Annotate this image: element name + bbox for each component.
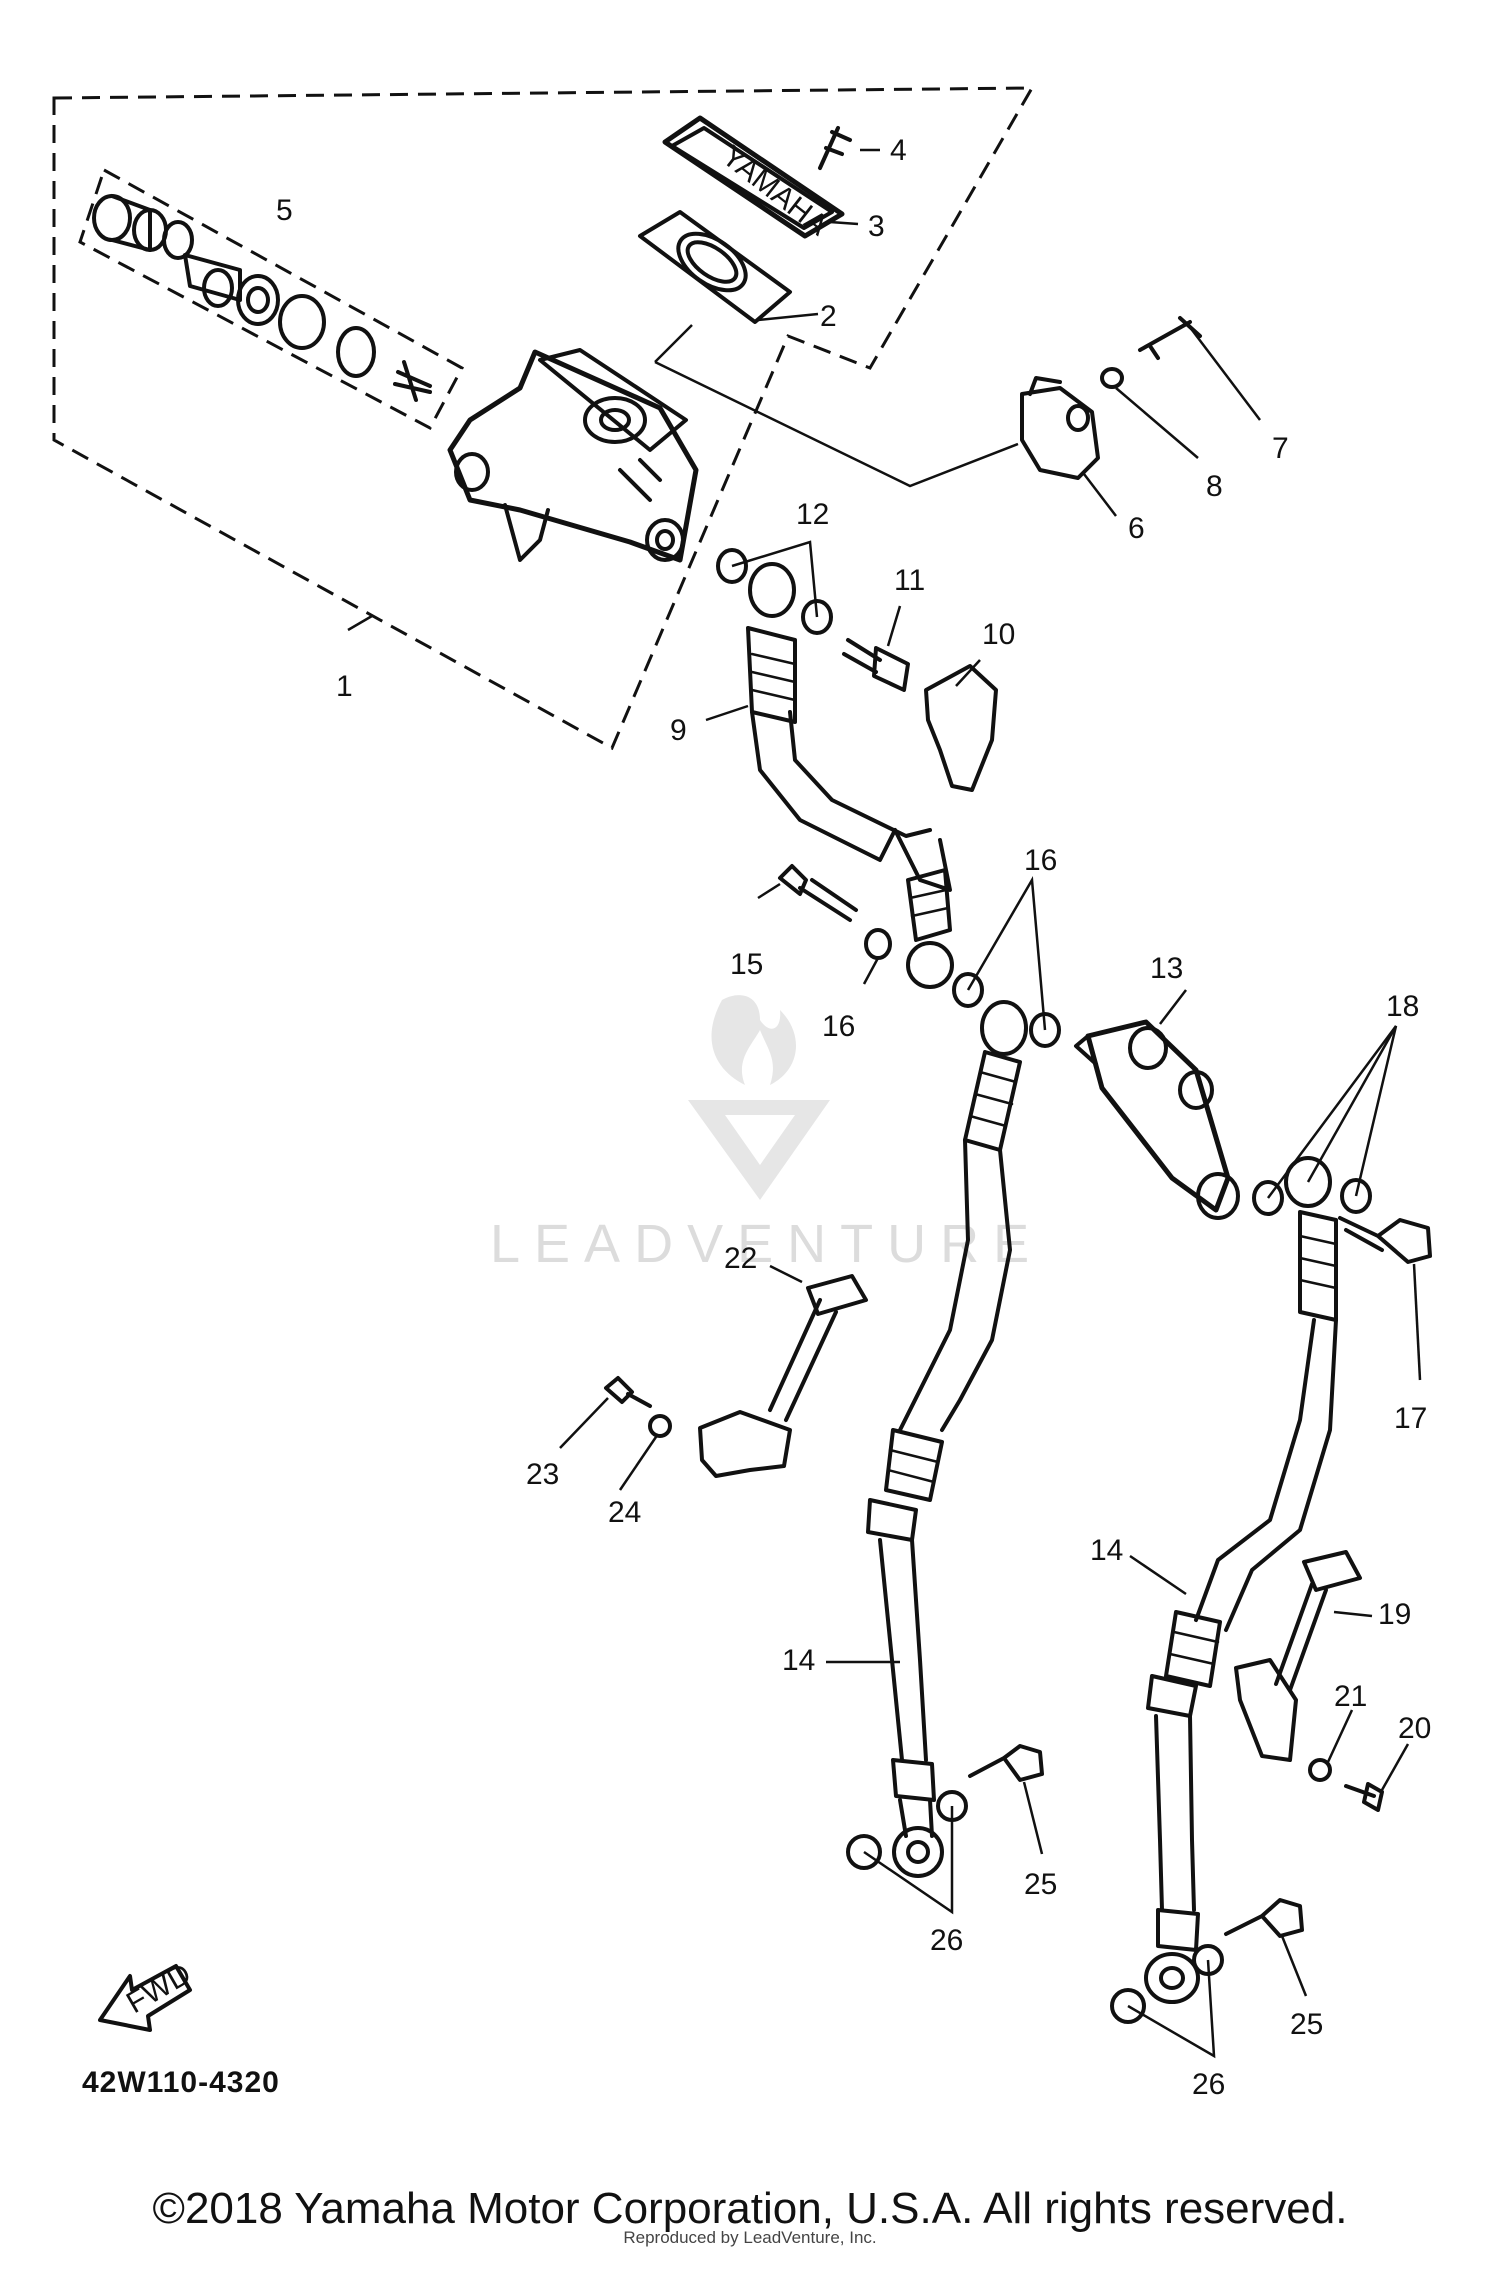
switch-screw: [1138, 316, 1202, 360]
bolt-15: [778, 864, 858, 922]
leader-lines: [347, 148, 1422, 2059]
upper-brake-hose: [746, 562, 954, 989]
rubber-cap: [924, 664, 998, 792]
leadventure-watermark: LEADVENTURE: [490, 995, 1043, 1274]
callout-21: 21: [1334, 1680, 1367, 1713]
callout-7: 7: [1272, 432, 1289, 465]
callout-23: 23: [526, 1458, 559, 1491]
callout-14b: 14: [782, 1644, 815, 1677]
callout-1: 1: [336, 670, 353, 703]
washer-26d: [1110, 1988, 1146, 2024]
union-bolt-25b: [1224, 1898, 1304, 1938]
callout-16b: 16: [822, 1010, 855, 1043]
callout-9: 9: [670, 714, 687, 747]
watermark-text: LEADVENTURE: [490, 1214, 1043, 1274]
union-bolt-11: [842, 638, 910, 692]
washer-21: [1308, 1758, 1332, 1782]
switch-washer: [1100, 367, 1124, 389]
callout-26a: 26: [930, 1924, 963, 1957]
washer-18b: [1340, 1178, 1372, 1214]
callout-2: 2: [820, 300, 837, 333]
callout-20: 20: [1398, 1712, 1431, 1745]
hose-guide-19: [1234, 1550, 1362, 1762]
brake-hose-right: [1144, 1210, 1338, 2004]
callout-18: 18: [1386, 990, 1419, 1023]
washer-16b: [952, 972, 984, 1008]
banjo-18: [1284, 1156, 1332, 1208]
callout-15: 15: [730, 948, 763, 981]
bolt-23: [604, 1376, 652, 1408]
callout-26b: 26: [1192, 2068, 1225, 2101]
callout-12: 12: [796, 498, 829, 531]
brake-switch: [1020, 376, 1100, 480]
callout-13: 13: [1150, 952, 1183, 985]
piston-kit: [92, 194, 432, 402]
washer-12a: [716, 548, 748, 584]
diaphragm-plate: [638, 210, 792, 324]
callout-14a: 14: [1090, 1534, 1123, 1567]
washer-16c: [1029, 1012, 1061, 1048]
cover-screw: [818, 126, 852, 170]
washer-26b: [846, 1834, 882, 1870]
callout-11: 11: [894, 564, 925, 597]
washer-24: [648, 1414, 672, 1438]
washer-16a: [864, 928, 892, 960]
callout-22: 22: [724, 1242, 757, 1275]
callout-5: 5: [276, 194, 293, 227]
three-way-joint: [1074, 1019, 1240, 1220]
callout-3: 3: [868, 210, 885, 243]
callout-25a: 25: [1024, 1868, 1057, 1901]
copyright-notice: ©2018 Yamaha Motor Corporation, U.S.A. A…: [152, 2184, 1348, 2233]
union-bolt-17: [1338, 1216, 1432, 1264]
washer-18a: [1252, 1180, 1284, 1216]
callout-16a: 16: [1024, 844, 1057, 877]
reservoir-cover: YAMAHA: [662, 115, 845, 242]
bolt-20: [1344, 1782, 1384, 1812]
union-bolt-25a: [968, 1744, 1044, 1782]
callout-8: 8: [1206, 470, 1223, 503]
master-cylinder-body: [447, 348, 699, 563]
callout-10: 10: [982, 618, 1015, 651]
callout-4: 4: [890, 134, 907, 167]
brake-hose-left: [866, 1000, 1028, 1878]
callout-24: 24: [608, 1496, 641, 1529]
callouts: 1 2 3 4 5 6 7 8 9 10 11 12 13 14 14 15 1…: [276, 134, 1431, 2101]
reproduced-by-notice: Reproduced by LeadVenture, Inc.: [623, 2228, 877, 2247]
fwd-arrow: FWD: [98, 1957, 197, 2032]
piston-kit-outline: [78, 167, 465, 431]
hose-guide-22: [698, 1274, 868, 1478]
callout-25b: 25: [1290, 2008, 1323, 2041]
assembly-outline: [52, 86, 1035, 751]
diagram-code: 42W110-4320: [82, 2066, 280, 2099]
callout-19: 19: [1378, 1598, 1411, 1631]
callout-6: 6: [1128, 512, 1145, 545]
washer-12b: [801, 599, 833, 635]
callout-17: 17: [1394, 1402, 1427, 1435]
